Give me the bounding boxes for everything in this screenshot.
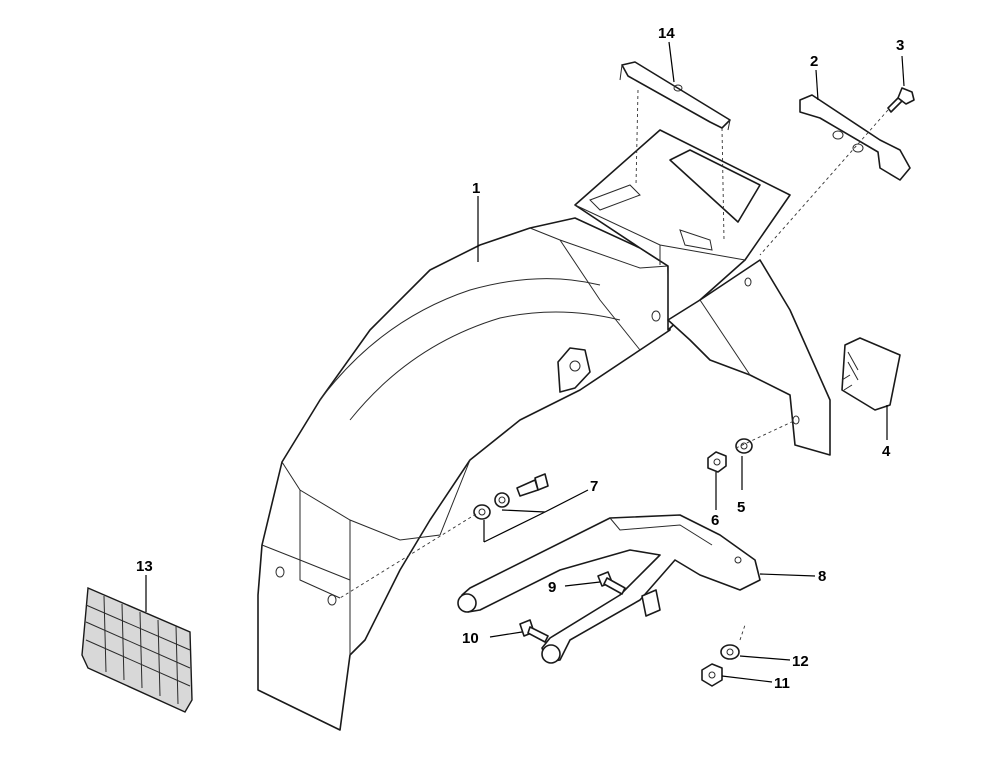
callout-7: 7 [590,478,598,495]
nut-part-6 [707,451,727,473]
clip-part [619,61,731,131]
callout-10: 10 [462,630,479,647]
leader-lines [145,41,905,683]
callout-4: 4 [882,443,891,460]
bolt-washer-set-part-7 [473,473,549,520]
callout-9: 9 [548,579,556,596]
bolt-part-3 [887,87,915,113]
callout-11: 11 [774,675,790,692]
washer-part-5 [735,438,753,454]
reflector-part [841,337,901,411]
license-plate-holder [574,129,831,456]
callout-labels: 1 2 3 4 5 6 7 8 9 10 11 12 13 14 [136,25,904,692]
callout-5: 5 [737,499,745,516]
callout-1: 1 [472,180,480,197]
fender-strut-part [457,514,761,664]
callout-6: 6 [711,512,719,529]
bolt-part-9 [597,571,626,595]
assembly-guide-lines [339,89,889,641]
callout-8: 8 [818,568,826,585]
nut-part-11 [701,663,723,687]
callout-2: 2 [810,53,818,70]
callout-14: 14 [658,25,675,42]
callout-12: 12 [792,653,809,670]
washer-part-12 [720,644,740,660]
bolt-part-10 [519,619,549,643]
rear-fender-part [257,217,671,731]
callout-13: 13 [136,558,153,575]
callout-3: 3 [896,37,904,54]
reflector-panel-part [81,586,193,713]
bracket-plate-part [799,94,911,181]
